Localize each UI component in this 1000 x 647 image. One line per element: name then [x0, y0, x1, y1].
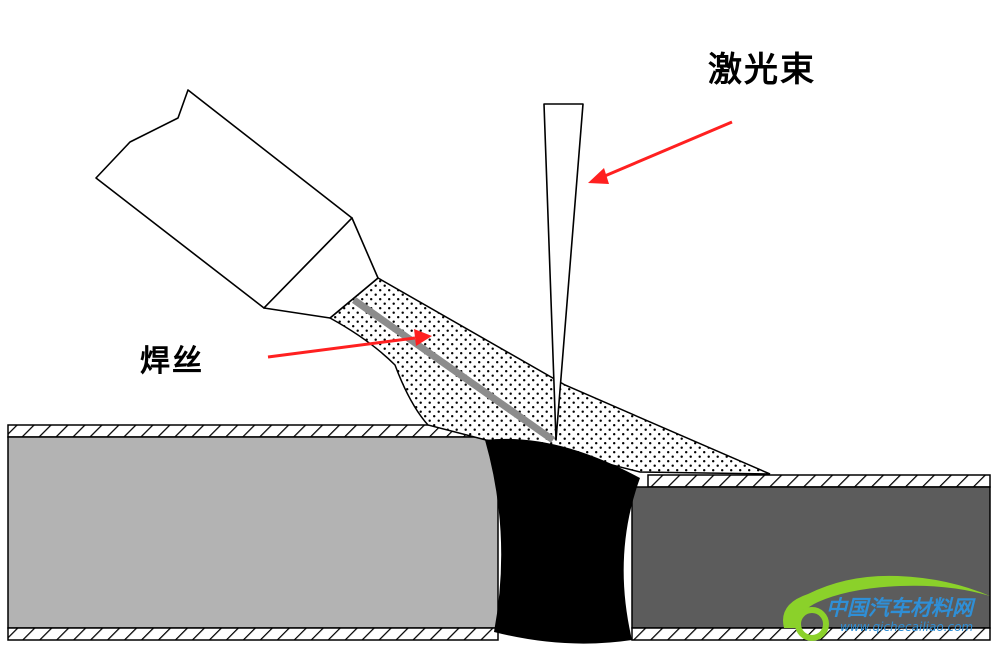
filler-wire-label: 焊丝 [140, 344, 204, 379]
laser-beam-label: 激光束 [708, 50, 816, 90]
filler-wire [351, 297, 556, 443]
left-plate [7, 424, 499, 641]
wire-arrow [267, 329, 432, 359]
wire-nozzle-tip [263, 217, 379, 319]
watermark-brand: 中国汽车材料网 [826, 596, 973, 620]
watermark: 中国汽车材料网 www.qichecailiao.com [778, 566, 998, 646]
right-plate-top-hatch [647, 474, 991, 488]
left-plate-top-hatch [7, 424, 489, 438]
left-plate-core [7, 436, 499, 629]
watermark-car-swoosh-icon [783, 575, 990, 641]
left-plate-bottom-hatch [7, 627, 499, 641]
watermark-url: www.qichecailiao.com [840, 620, 974, 634]
laser-beam [543, 103, 584, 441]
weld-bead [485, 438, 640, 644]
laser-arrow [588, 120, 733, 184]
